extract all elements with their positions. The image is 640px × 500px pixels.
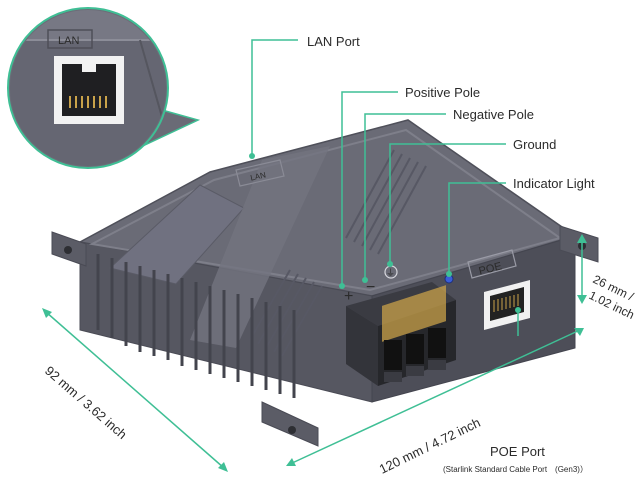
terminal-block <box>346 282 456 386</box>
label-lan-port: LAN Port <box>307 34 360 49</box>
lan-zoom-tag-text: LAN <box>58 35 79 47</box>
device-body: LAN <box>51 119 599 447</box>
dimension-lines <box>42 234 587 472</box>
label-positive-pole: Positive Pole <box>405 85 480 100</box>
lan-body-tag: LAN <box>235 159 285 187</box>
label-ground: Ground <box>513 137 556 152</box>
label-poe-port: POE Port <box>490 444 545 459</box>
lan-zoom-callout: LAN <box>7 7 201 169</box>
lan-body-tag-text: LAN <box>250 170 267 182</box>
label-poe-port-sub: (Starlink Standard Cable Port (Gen3)） <box>443 465 588 474</box>
poe-tag-text: POE <box>478 260 503 277</box>
plus-mark: + <box>344 288 353 305</box>
minus-mark: − <box>366 279 375 296</box>
label-negative-pole: Negative Pole <box>453 107 534 122</box>
ground-mark: ⏚ <box>386 268 395 278</box>
label-indicator-light: Indicator Light <box>513 176 595 191</box>
callout-lines <box>251 39 519 336</box>
